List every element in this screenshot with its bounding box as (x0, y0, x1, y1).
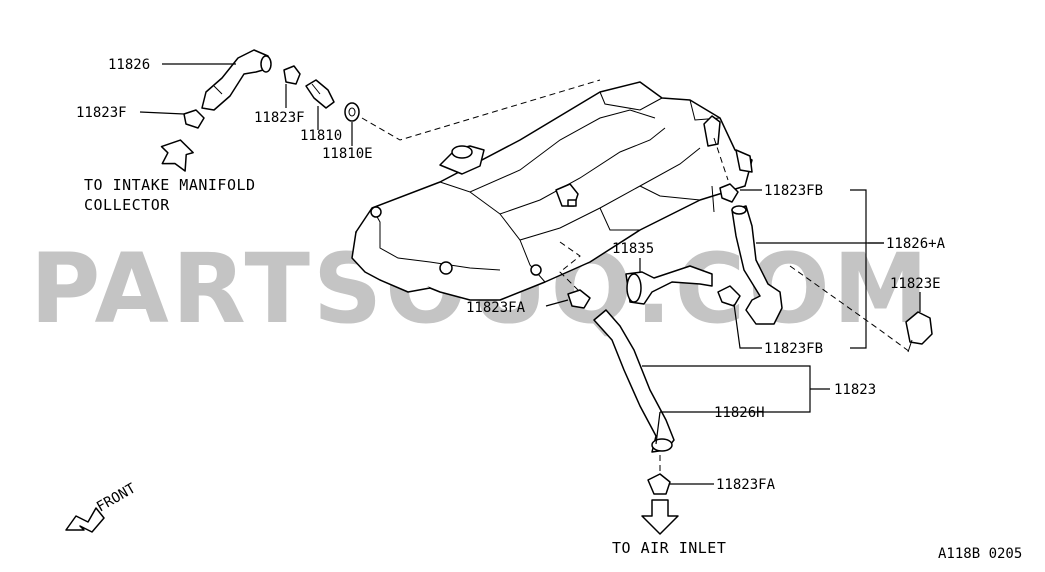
reference-code: A118B 0205 (938, 546, 1022, 562)
label-11823E: 11823E (890, 276, 941, 292)
hose-11826H (593, 309, 675, 453)
note-intake-line1: TO INTAKE MANIFOLD (84, 176, 256, 194)
note-intake-line2: COLLECTOR (84, 196, 170, 214)
label-11823FB-top: 11823FB (764, 183, 823, 199)
label-11823F-left: 11823F (76, 105, 127, 121)
note-front: FRONT (94, 480, 139, 515)
label-11810: 11810 (300, 128, 342, 144)
grommet-11810E (344, 102, 360, 122)
label-11823: 11823 (834, 382, 876, 398)
connector-11823E (905, 311, 933, 353)
clamp-11823FB-bottom (717, 285, 741, 307)
leader-lines (139, 63, 921, 485)
label-11823F-mid: 11823F (254, 110, 305, 126)
label-11826A: 11826+A (886, 236, 946, 252)
front-arrow-icon (65, 507, 105, 533)
label-11835: 11835 (612, 241, 654, 257)
arrow-to-intake-icon (160, 139, 194, 172)
clamp-11823F-left (183, 109, 205, 129)
hose-11835 (625, 265, 713, 305)
pcv-valve-11810 (305, 79, 335, 109)
label-11810E: 11810E (322, 146, 373, 162)
hose-11826 (201, 49, 272, 111)
note-air-inlet: TO AIR INLET (612, 539, 726, 557)
engine-illustration (351, 81, 753, 301)
clamp-11823FA-bottom (647, 473, 671, 495)
label-11826H: 11826H (714, 405, 765, 421)
label-11823FA-left: 11823FA (466, 300, 526, 316)
hose-11826A (731, 205, 783, 325)
label-11823FA-bottom: 11823FA (716, 477, 776, 493)
clamp-11823F-mid (283, 65, 301, 85)
arrow-to-air-inlet-icon (641, 499, 679, 535)
clamp-11823FB-top (711, 183, 739, 213)
label-11826: 11826 (108, 57, 150, 73)
label-11823FB-bottom: 11823FB (764, 341, 823, 357)
